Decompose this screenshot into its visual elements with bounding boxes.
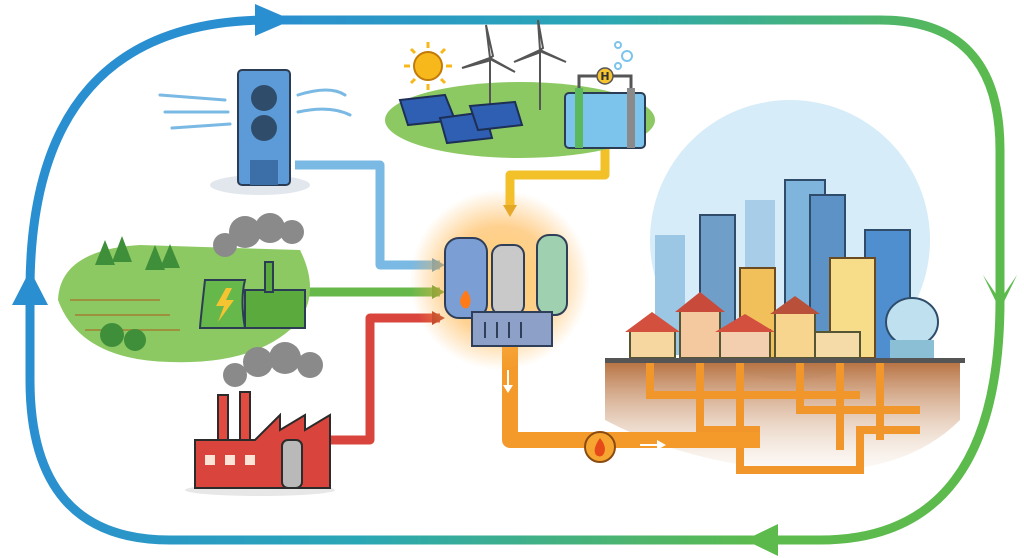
hydrogen-badge (596, 67, 614, 85)
biomass-power-plant (198, 213, 306, 329)
arrowhead-top (255, 4, 292, 36)
district-supply-pipe (502, 340, 760, 463)
pipe-red-industrial (330, 313, 440, 445)
city (605, 100, 965, 380)
trees (95, 236, 180, 351)
underground-pipe-network (605, 363, 960, 474)
solar-panels (398, 93, 524, 145)
lightning-icon (216, 288, 234, 322)
gas-storage-tank (885, 297, 939, 358)
loop-right-lower (760, 299, 1005, 545)
smoke-cloud (213, 213, 304, 257)
hydrogen-label: H (600, 70, 609, 83)
sun-icon (404, 42, 452, 90)
arrowhead-bottom (745, 524, 778, 556)
fan-icon (251, 115, 277, 141)
cycle-loop-arrows (12, 4, 1017, 556)
central-energy-hub (410, 190, 590, 370)
electrolyzer-tank: H (564, 41, 646, 149)
smoke-cloud (223, 342, 323, 387)
renewables-island: H (385, 19, 655, 158)
biomass-farm-island (58, 213, 310, 363)
arrowhead-right (983, 275, 1017, 310)
fan-icon (251, 85, 277, 111)
arrowhead-left (12, 270, 48, 305)
industrial-factory (185, 342, 335, 496)
street-line (605, 358, 965, 363)
loop-left-upper (25, 15, 271, 291)
flow-arrow-down (503, 385, 513, 393)
air-cooling-unit (158, 69, 352, 195)
loop-bottom-arc (25, 290, 760, 545)
flow-arrow-right (657, 440, 666, 450)
loop-top-arc (265, 15, 1005, 305)
flame-icon (594, 438, 605, 457)
pipe-blue-cooling (295, 160, 440, 270)
wind-turbine (461, 19, 567, 110)
